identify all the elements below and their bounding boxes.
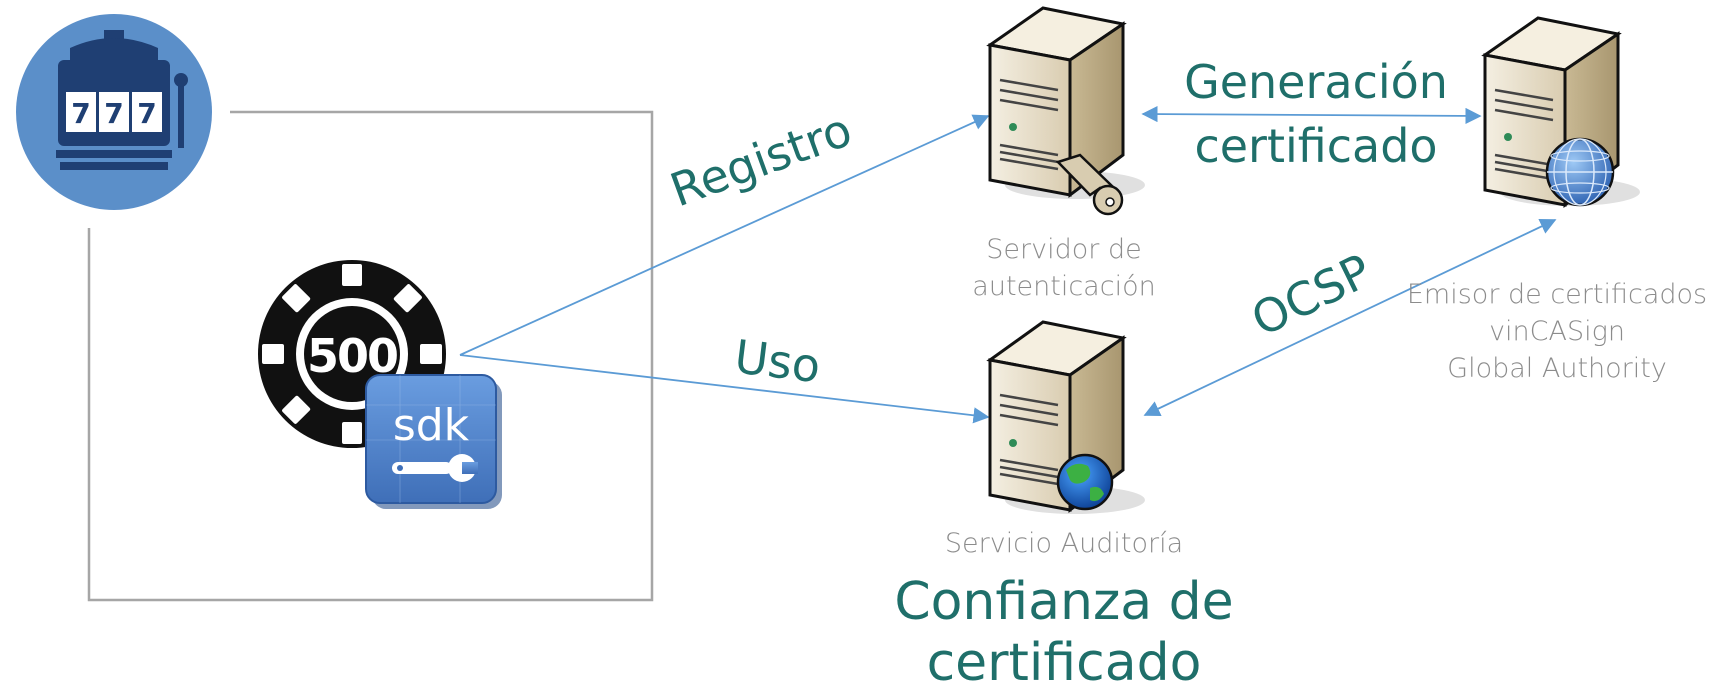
wrench-icon [392, 454, 478, 482]
reel-1: 7 [71, 97, 90, 130]
sdk-icon: sdk [365, 374, 502, 509]
auth-server-icon [986, 6, 1145, 216]
arrow-registro [459, 114, 990, 356]
arrow-uso [459, 354, 990, 424]
label-registro: Registro [663, 102, 858, 217]
reel-3: 7 [137, 97, 156, 130]
globe-icon [1056, 453, 1114, 511]
audit-server-label: Servicio Auditoría [945, 528, 1183, 559]
client-frame [87, 110, 654, 602]
issuer-server-icon [1481, 16, 1640, 209]
label-ocsp: OCSP [1243, 243, 1379, 346]
arrow-generacion [1141, 105, 1482, 125]
audit-server-icon [986, 320, 1145, 514]
issuer-label-line2: vinCASign [1489, 316, 1625, 347]
label-generacion-line2: certificado [1194, 119, 1437, 173]
reel-2: 7 [104, 97, 123, 130]
auth-server-label-line2: autenticación [972, 271, 1155, 302]
auth-server-label-line1: Servidor de [986, 234, 1141, 265]
label-generacion-line1: Generación [1184, 55, 1448, 109]
key-icon [1055, 153, 1124, 216]
issuer-label-line1: Emisor de certificados [1407, 279, 1707, 310]
sdk-label: sdk [393, 400, 470, 451]
wireframe-globe-icon [1545, 137, 1615, 207]
slot-machine-icon: 7 7 7 [16, 14, 212, 210]
confianza-line1: Confianza de [894, 572, 1233, 632]
label-uso: Uso [732, 329, 824, 393]
issuer-label-line3: Global Authority [1447, 353, 1667, 384]
confianza-line2: certificado [927, 633, 1202, 692]
arrow-ocsp [1143, 218, 1557, 417]
